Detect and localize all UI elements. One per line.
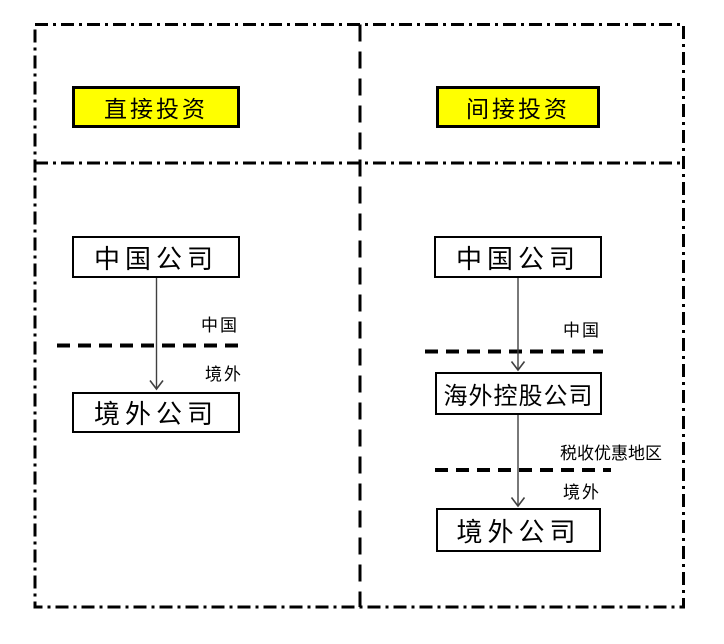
left-overseas-label: 境外 <box>205 365 243 384</box>
right-investment-arrow-upper <box>510 278 526 372</box>
right-investment-arrow-lower <box>510 415 526 508</box>
left-investment-arrow <box>149 278 164 391</box>
right-china-company-box: 中国公司 <box>434 236 602 278</box>
tax-preferential-region-label: 税收优惠地区 <box>560 444 662 463</box>
left-china-company-box: 中国公司 <box>72 236 240 278</box>
overseas-holding-company-box: 海外控股公司 <box>435 372 602 415</box>
right-overseas-company-box: 境外公司 <box>436 508 601 552</box>
arrow-head-icon <box>149 380 164 391</box>
arrow-head-icon <box>510 497 526 508</box>
arrow-head-icon <box>510 361 526 372</box>
right-china-label: 中国 <box>563 321 601 340</box>
direct-investment-title: 直接投资 <box>72 86 240 128</box>
left-overseas-company-box: 境外公司 <box>72 392 240 433</box>
right-overseas-label: 境外 <box>563 483 601 502</box>
indirect-investment-title: 间接投资 <box>436 86 600 128</box>
left-china-label: 中国 <box>201 316 239 335</box>
